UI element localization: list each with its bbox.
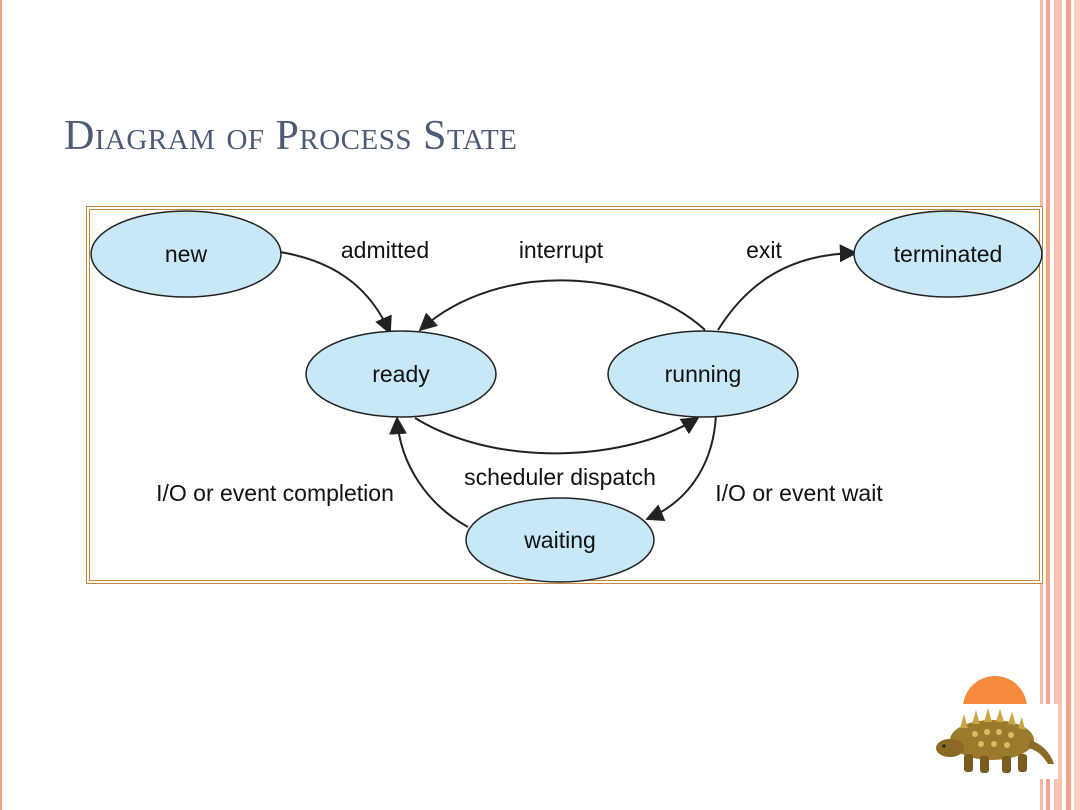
left-accent-rule xyxy=(0,0,2,810)
label-admitted: admitted xyxy=(341,237,429,263)
dinosaur-icon xyxy=(930,704,1058,779)
state-terminated-label: terminated xyxy=(894,241,1003,267)
label-exit: exit xyxy=(746,237,782,263)
state-terminated: terminated xyxy=(853,210,1043,298)
state-ready: ready xyxy=(305,330,497,418)
edge-admitted xyxy=(279,251,392,335)
edge-io-completion xyxy=(389,416,469,528)
page-title: Diagram of Process State xyxy=(64,113,518,159)
label-io-wait: I/O or event wait xyxy=(715,480,883,506)
state-new: new xyxy=(90,210,282,298)
edge-exit xyxy=(717,244,858,331)
transition-arrows xyxy=(279,244,858,528)
state-waiting-label: waiting xyxy=(523,527,596,553)
label-scheduler-dispatch: scheduler dispatch xyxy=(464,464,656,490)
state-running-label: running xyxy=(665,361,742,387)
state-waiting: waiting xyxy=(465,497,655,583)
label-interrupt: interrupt xyxy=(519,237,604,263)
state-new-label: new xyxy=(165,241,208,267)
label-io-completion: I/O or event completion xyxy=(156,480,394,506)
edge-io-wait xyxy=(645,413,717,521)
state-ready-label: ready xyxy=(372,361,430,387)
edge-scheduler-dispatch xyxy=(414,417,700,455)
state-running: running xyxy=(607,330,799,418)
edge-interrupt xyxy=(418,279,706,332)
